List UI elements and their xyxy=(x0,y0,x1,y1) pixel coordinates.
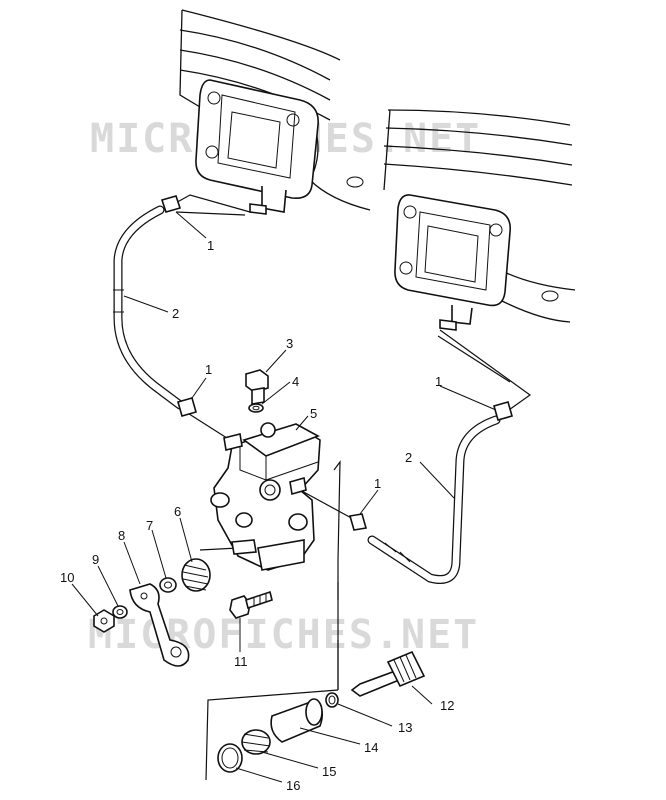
callout-labels: 1 2 1 3 4 5 1 2 1 6 7 8 9 10 11 12 13 14… xyxy=(60,238,454,793)
callout-12: 12 xyxy=(440,698,454,713)
callout-2-right: 2 xyxy=(405,450,412,465)
check-spring xyxy=(241,729,271,755)
callout-15: 15 xyxy=(322,764,336,779)
callout-13: 13 xyxy=(398,720,412,735)
control-lever xyxy=(129,583,190,667)
hose-left xyxy=(113,205,185,410)
mounting-bolt xyxy=(229,590,273,619)
left-exhaust-flange xyxy=(195,79,319,215)
hose-clamp-1d xyxy=(348,513,368,531)
callout-11: 11 xyxy=(234,654,248,669)
callout-1-right: 1 xyxy=(435,374,442,389)
callout-7: 7 xyxy=(146,518,153,533)
banjo-bolt xyxy=(245,369,269,405)
callout-16: 16 xyxy=(286,778,300,793)
pump-spring xyxy=(181,558,211,592)
right-cylinder xyxy=(383,109,576,323)
hex-nut xyxy=(93,609,115,633)
o-ring-13 xyxy=(325,692,339,708)
drive-gear-shaft xyxy=(350,650,426,697)
hose-clamp-1c xyxy=(493,401,513,421)
callout-9: 9 xyxy=(92,552,99,567)
right-exhaust-flange xyxy=(394,194,512,331)
callout-1-lower: 1 xyxy=(374,476,381,491)
hose-clamp-1b xyxy=(177,397,197,417)
hose-clamp-1a xyxy=(160,195,182,213)
callout-14: 14 xyxy=(364,740,378,755)
pump-sleeve xyxy=(270,698,324,743)
callout-leaders xyxy=(71,211,497,783)
callout-6: 6 xyxy=(174,504,181,519)
callout-10: 10 xyxy=(60,570,74,585)
sealing-washer xyxy=(248,403,264,413)
callout-4: 4 xyxy=(292,374,299,389)
hose-right xyxy=(367,415,501,584)
callout-3: 3 xyxy=(286,336,293,351)
washer-7 xyxy=(159,577,177,593)
o-ring-16 xyxy=(217,743,243,773)
callout-2-left: 2 xyxy=(172,306,179,321)
callout-1-mid-left: 1 xyxy=(205,362,212,377)
oil-pump xyxy=(210,422,321,571)
callout-1-top: 1 xyxy=(207,238,214,253)
callout-8: 8 xyxy=(118,528,125,543)
washer-9 xyxy=(112,605,128,619)
watermark-bottom: MICROFICHES.NET xyxy=(88,612,479,658)
connection-lines xyxy=(171,194,532,781)
callout-5: 5 xyxy=(310,406,317,421)
